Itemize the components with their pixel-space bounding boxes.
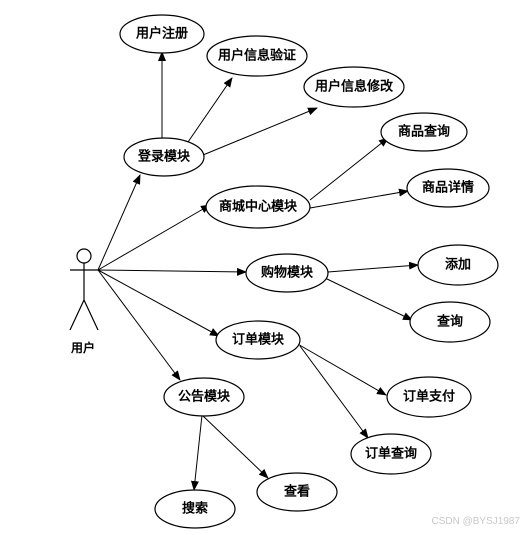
- usecase-product-query: [380, 112, 468, 152]
- label-order-pay: 订单支付: [403, 389, 455, 405]
- usecase-order-pay: [386, 376, 472, 418]
- usecase-order-query: [350, 433, 432, 475]
- usecase-shopping: [245, 253, 329, 293]
- usecase-product-detail: [406, 168, 490, 208]
- edge-login-verify: [187, 77, 233, 143]
- label-search: 搜索: [182, 501, 208, 517]
- actor-right-leg: [83, 299, 99, 331]
- edge-order-pay: [295, 342, 387, 396]
- usecase-order: [215, 320, 301, 360]
- actor-head: [76, 248, 92, 264]
- label-order: 订单模块: [232, 332, 285, 348]
- label-notice: 公告模块: [178, 389, 231, 405]
- connections: [97, 51, 419, 491]
- actor-user: [69, 248, 99, 331]
- usecase-search: [154, 489, 236, 529]
- label-view: 查看: [283, 484, 310, 500]
- actor-label: 用户: [70, 340, 95, 355]
- edge-mall-query: [309, 137, 389, 201]
- usecase-user-modify: [303, 66, 405, 108]
- edge-notice-view: [201, 414, 269, 479]
- label-shopping: 购物模块: [261, 265, 314, 281]
- edge-user-notice: [97, 269, 181, 381]
- edge-shopping-query: [324, 277, 413, 321]
- edge-user-login: [97, 174, 141, 271]
- edge-user-shopping: [97, 267, 247, 276]
- use-case-labels: 用户注册 用户信息验证 用户信息修改 登录模块 商品查询 商城中心模块 商品详情…: [135, 26, 474, 517]
- label-add: 添加: [445, 257, 471, 273]
- label-user-verify: 用户信息验证: [217, 48, 296, 64]
- usecase-user-verify: [206, 35, 308, 77]
- watermark: CSDN @BYSJ1987: [431, 516, 520, 527]
- edge-order-query: [299, 345, 369, 439]
- usecase-query: [409, 301, 491, 343]
- edge-shopping-add: [327, 261, 419, 273]
- label-mall-center: 商城中心模块: [219, 199, 298, 215]
- label-query: 查询: [436, 314, 463, 330]
- use-cases: [119, 14, 499, 529]
- actor-left-leg: [69, 299, 85, 331]
- label-product-detail: 商品详情: [422, 180, 474, 196]
- edge-user-order: [97, 269, 220, 337]
- edge-user-mall: [97, 204, 211, 271]
- label-login: 登录模块: [137, 149, 191, 165]
- usecase-user-register: [119, 14, 205, 54]
- edge-mall-detail: [309, 188, 409, 209]
- label-user-register: 用户注册: [135, 26, 188, 42]
- usecase-view: [256, 472, 338, 512]
- edge-notice-search: [190, 414, 203, 491]
- label-user-modify: 用户信息修改: [314, 79, 394, 95]
- label-product-query: 商品查询: [398, 124, 450, 140]
- label-order-query: 订单查询: [365, 446, 417, 462]
- usecase-login: [123, 137, 205, 177]
- usecase-notice: [163, 377, 245, 417]
- usecase-mall-center: [205, 185, 311, 229]
- edge-login-modify: [202, 107, 318, 156]
- usecase-add: [417, 244, 499, 286]
